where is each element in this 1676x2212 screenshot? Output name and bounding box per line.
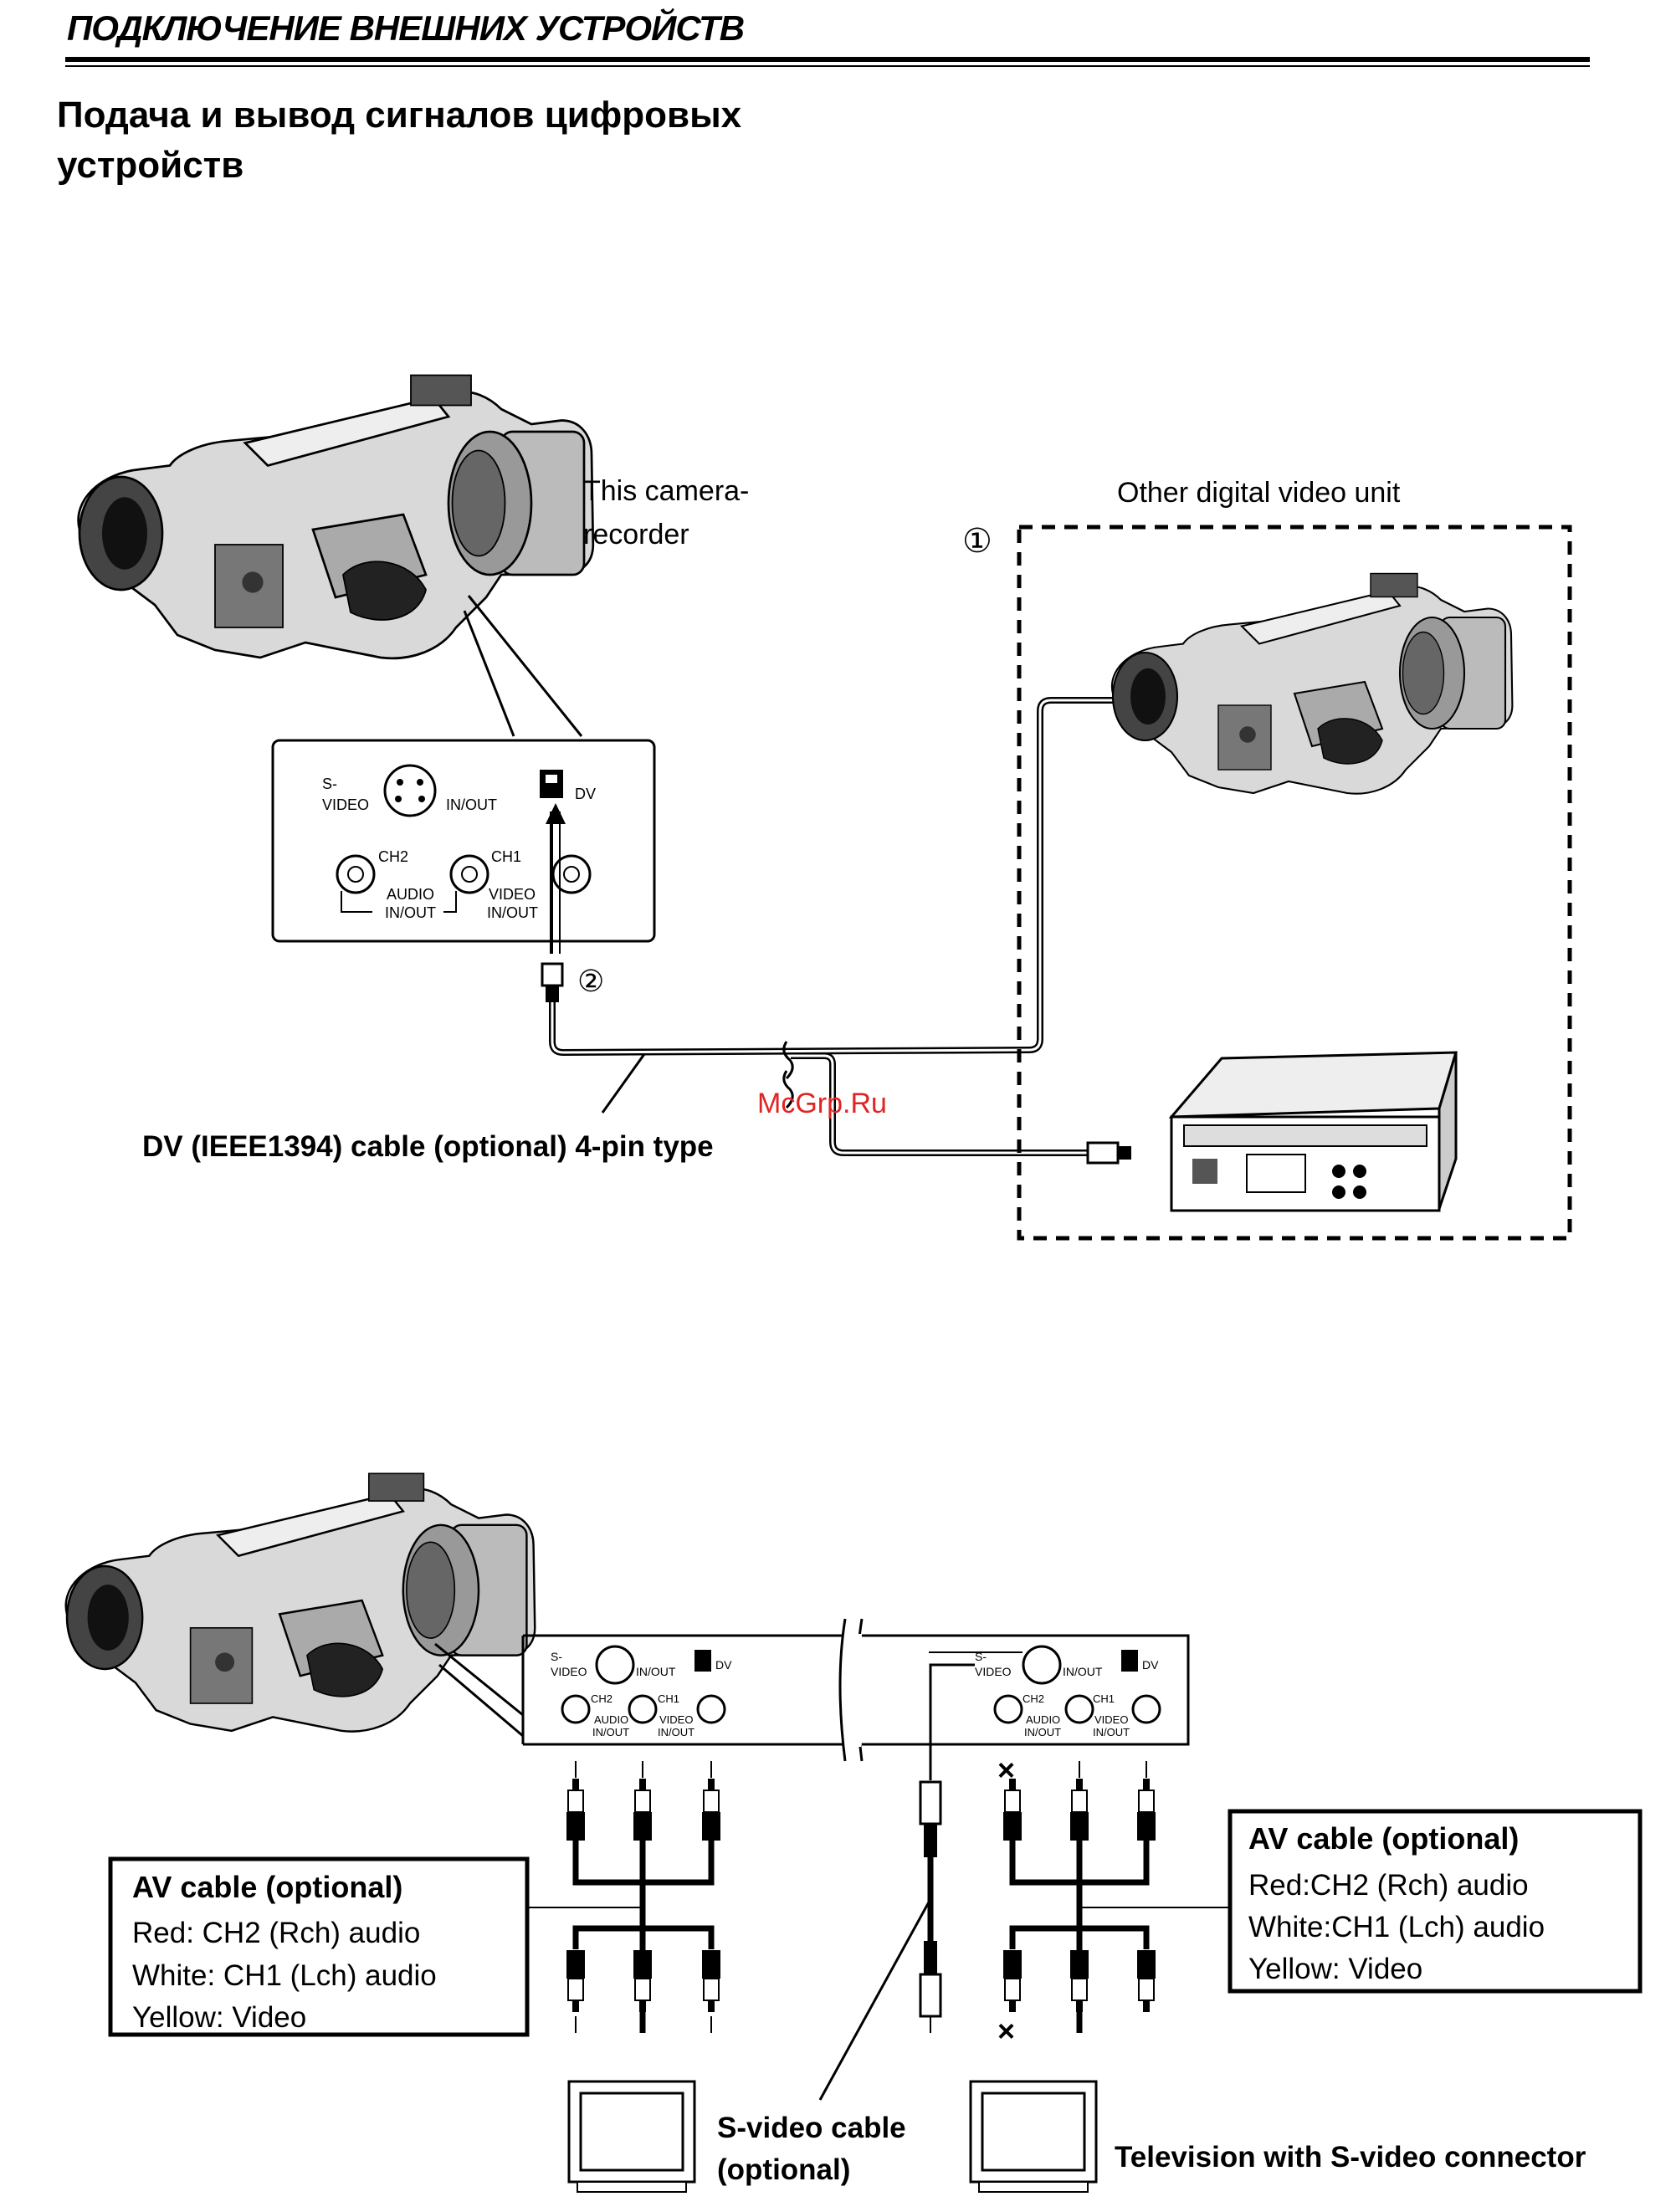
audio-inout-label-left: IN/OUT [592,1726,629,1738]
marker-2: ② [577,964,604,998]
left-box-line-2: White: CH1 (Lch) audio [132,1959,437,1992]
panel-ch2-label: CH2 [378,848,408,865]
television-left-image [567,2080,696,2194]
right-box-line-1: Red:CH2 (Rch) audio [1248,1869,1529,1902]
dv-port-left [694,1650,711,1672]
svideo-label-left: S- [551,1650,562,1663]
av-cable-right: × × [997,1753,1156,2048]
panel-ch1-label: CH1 [491,848,521,865]
camera-label-line-2: recorder [583,519,689,550]
x-mark-bottom: × [997,2014,1015,2048]
other-camera-image [1110,572,1514,795]
svideo-port-right [1022,1645,1062,1685]
audio-ch2-port-right [993,1694,1023,1724]
panel-dv-label: DV [575,786,596,802]
audio-label-right: AUDIO [1026,1713,1060,1726]
header-rule [65,57,1590,62]
panel-s-label: S- [322,776,337,792]
marker-1: ① [962,523,992,560]
right-box-line-3: Yellow: Video [1248,1953,1422,1985]
audio-ch2-port-left [561,1694,591,1724]
video-deck-image [1168,1051,1458,1212]
dv-label-left: DV [715,1658,732,1672]
other-unit-label: Other digital video unit [1117,477,1401,509]
callout-line-right [467,595,583,737]
video-inout-label-right: IN/OUT [1093,1726,1130,1738]
ch2-label-right: CH2 [1023,1692,1044,1705]
video-label-right: VIDEO [975,1665,1012,1678]
video-label-left: VIDEO [551,1665,587,1678]
video-inout-label-left: IN/OUT [658,1726,694,1738]
watermark: McGrp.Ru [757,1088,887,1119]
callout-line-2b [438,1663,524,1738]
x-mark-top: × [997,1753,1015,1787]
header-rule-thin [65,65,1590,67]
ch1-label-left: CH1 [658,1692,679,1705]
callout-line-2a [434,1642,524,1717]
video-port-right [1131,1694,1161,1724]
ch1-label-right: CH1 [1093,1692,1115,1705]
inout-label-right: IN/OUT [1063,1665,1103,1678]
audio-ch1-port-right [1064,1694,1094,1724]
av-cable-left [566,1761,721,2033]
video2-label-left: VIDEO [659,1713,693,1726]
audio-ch1-port-left [628,1694,658,1724]
right-box-line-2: White:CH1 (Lch) audio [1248,1911,1545,1943]
svideo-cable-label-1: S-video cable [717,2112,906,2144]
deck-plug [1086,1141,1120,1165]
video-port-left [696,1694,726,1724]
camera-recorder-image [77,374,595,660]
left-box-title: AV cable (optional) [132,1870,402,1904]
panel-video-label: VIDEO [322,796,369,813]
callout-line-left [463,610,515,737]
panel-video2-label: VIDEO [489,886,536,903]
page-subtitle: Подача и вывод сигналов цифровых устройс… [57,90,741,191]
tv-label: Television with S-video connector [1115,2141,1586,2174]
svideo-port [383,764,437,817]
panel-audio-inout-label: IN/OUT [385,904,436,921]
av-cable-info-left: AV cable (optional) Red: CH2 (Rch) audio… [108,1856,530,2037]
subtitle-line-2: устройств [57,145,244,186]
panel-audio-label: AUDIO [387,886,434,903]
cable-label-pointer [601,1053,646,1114]
camera-label-line-1: This camera- [583,475,749,507]
audio-label-left: AUDIO [594,1713,628,1726]
svideo-port-left [595,1645,635,1685]
svideo-cable-label-2: (optional) [717,2153,850,2186]
inout-label-left: IN/OUT [636,1665,676,1678]
dv-port [540,770,563,798]
connector-panel: S- VIDEO IN/OUT DV CH2 CH1 AUDIO IN/OUT … [271,739,656,943]
left-box-line-1: Red: CH2 (Rch) audio [132,1917,420,1949]
video2-label-right: VIDEO [1094,1713,1128,1726]
dv-cable-label: DV (IEEE1394) cable (optional) 4-pin typ… [142,1130,714,1163]
av-cable-info-right: AV cable (optional) Red:CH2 (Rch) audio … [1228,1809,1643,1994]
figure-2-av-connection: S- VIDEO IN/OUT DV CH2 CH1 AUDIO IN/OUT … [64,1472,1643,2194]
ch2-label-left: CH2 [591,1692,612,1705]
panel-video-inout-label: IN/OUT [487,904,538,921]
right-box-title: AV cable (optional) [1248,1821,1519,1856]
svideo-cable [818,1663,975,2101]
other-unit-dashed-box [1017,525,1572,1241]
section-header: ПОДКЛЮЧЕНИЕ ВНЕШНИХ УСТРОЙСТВ [67,8,745,48]
connector-panel-2: S- VIDEO IN/OUT DV CH2 CH1 AUDIO IN/OUT … [521,1618,1190,1762]
camera-recorder-image-2 [64,1472,536,1733]
dv-port-right [1121,1650,1138,1672]
television-right-image [969,2080,1098,2194]
subtitle-line-1: Подача и вывод сигналов цифровых [57,95,742,136]
dv-label-right: DV [1142,1658,1159,1672]
left-box-line-3: Yellow: Video [132,2001,306,2034]
audio-inout-label-right: IN/OUT [1024,1726,1061,1738]
panel-inout-label: IN/OUT [446,796,497,813]
figure-1-dv-connection: This camera- recorder S- VIDEO IN/OUT DV… [77,374,1572,1241]
dv-plug [541,962,564,987]
